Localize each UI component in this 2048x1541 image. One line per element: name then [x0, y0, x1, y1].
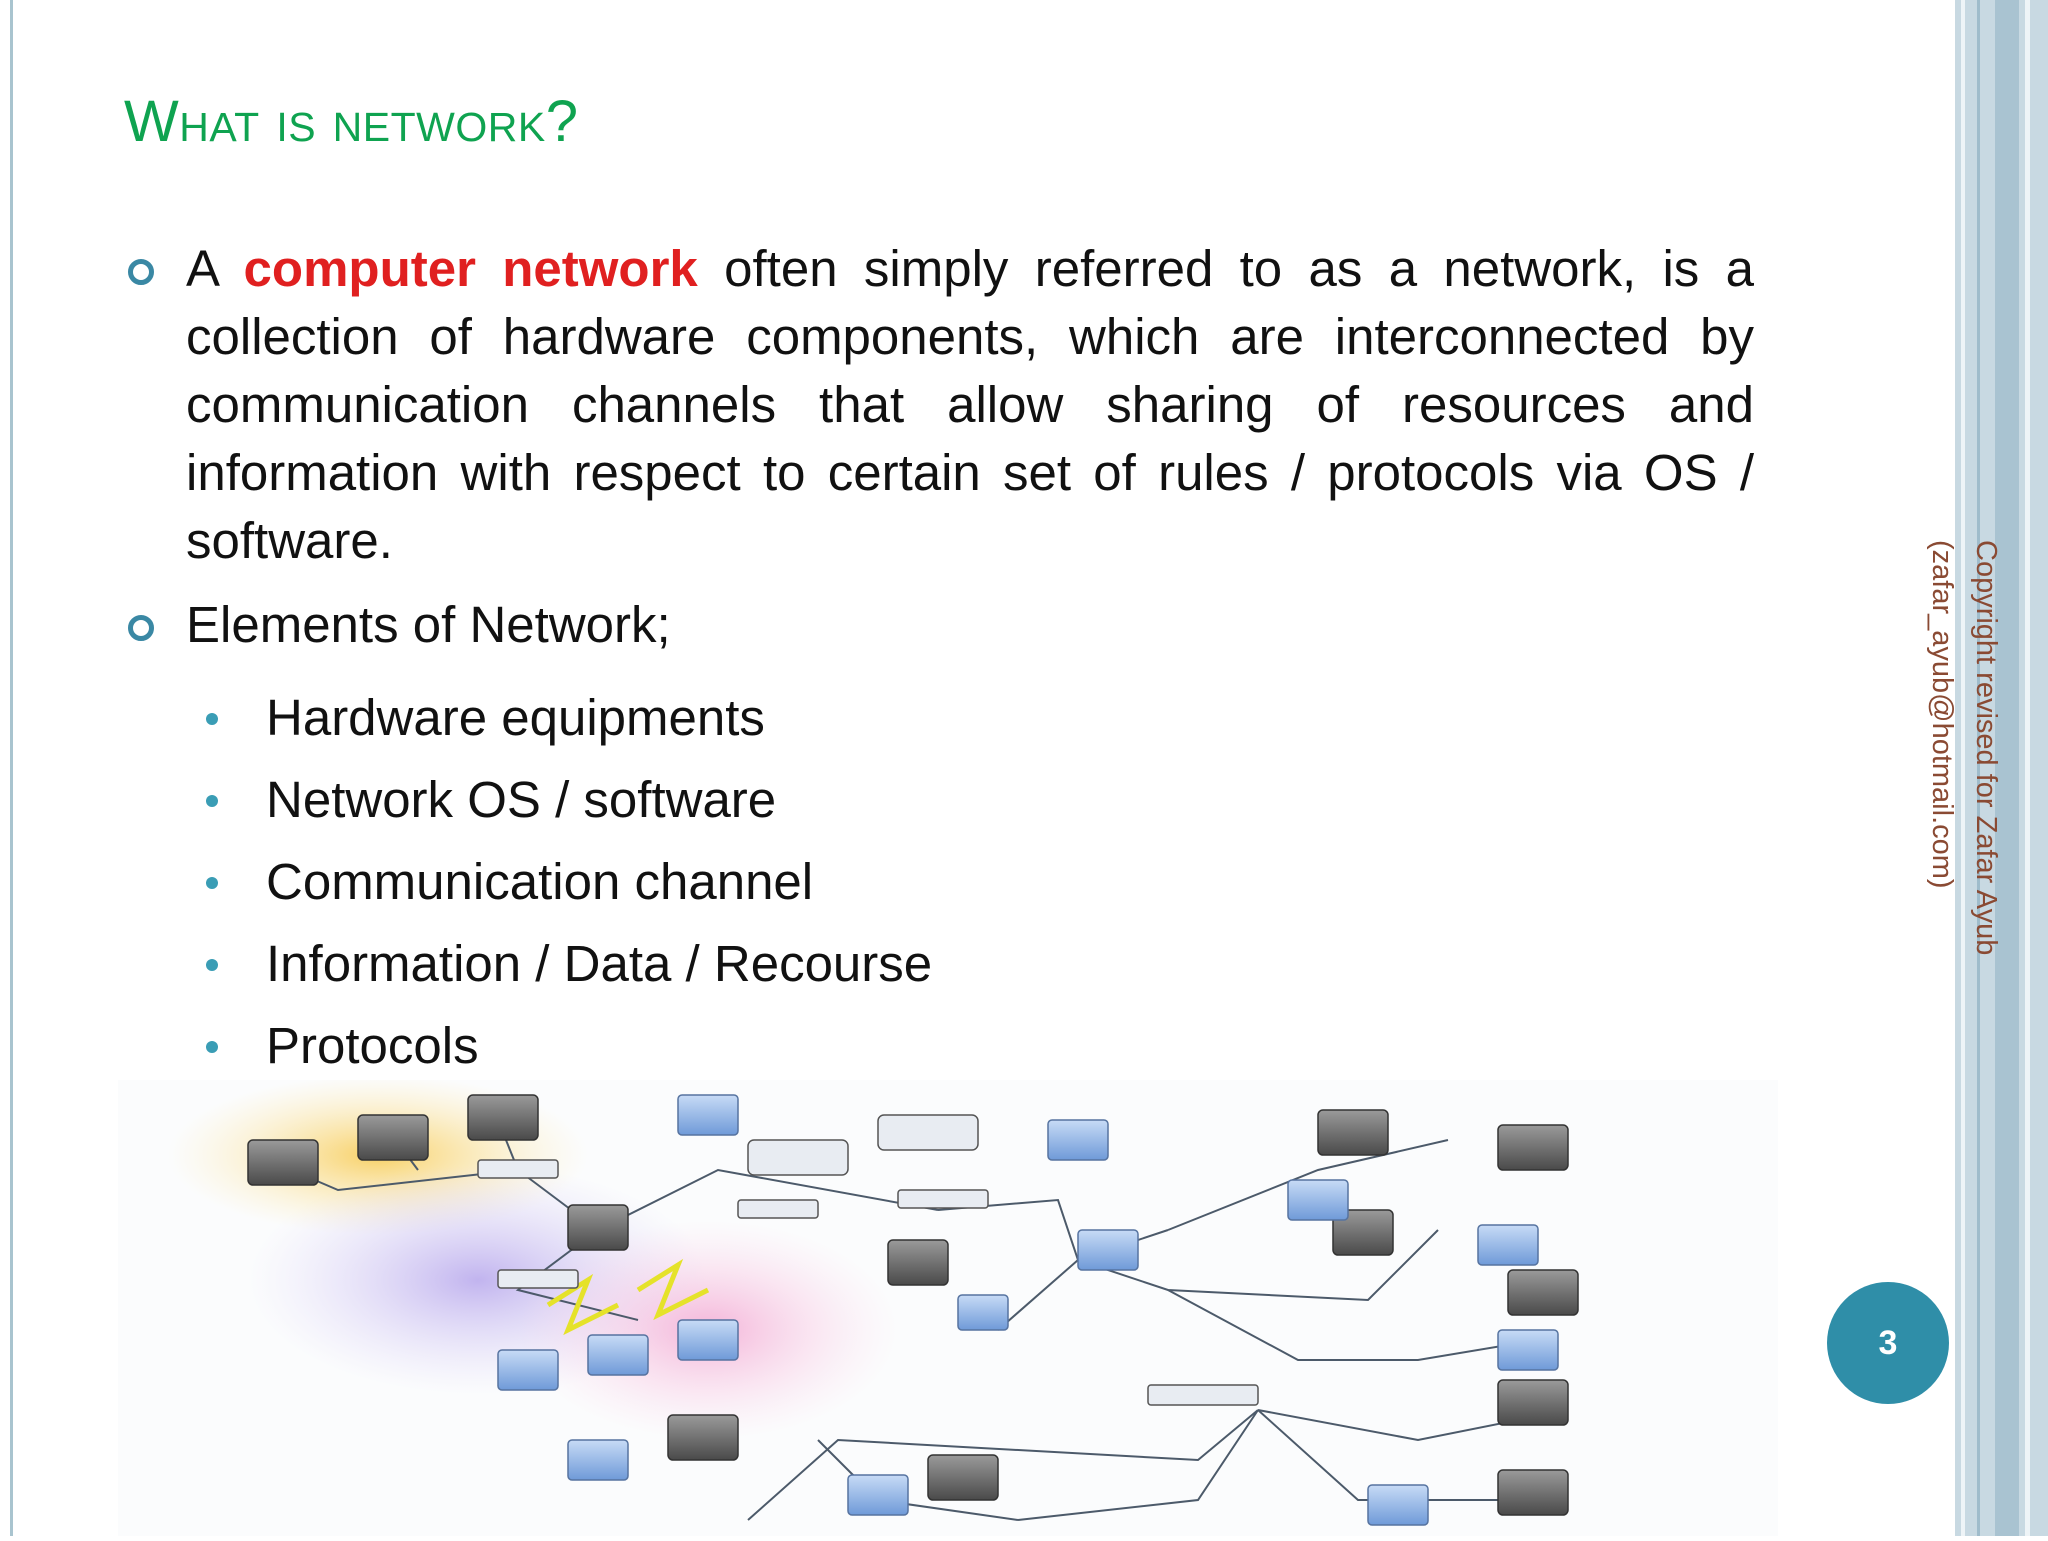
slide-content: A computer network often simply referred…	[124, 235, 1754, 1087]
definition-paragraph: A computer network often simply referred…	[186, 235, 1754, 575]
elements-list: Hardware equipments Network OS / softwar…	[206, 677, 1754, 1087]
workstation-icons	[497, 1094, 1559, 1526]
page-number-badge: 3	[1827, 1282, 1949, 1404]
list-item: Network OS / software	[206, 759, 1754, 841]
wireless-links	[546, 1258, 710, 1336]
elements-heading: Elements of Network;	[186, 596, 671, 653]
list-item: Hardware equipments	[206, 677, 1754, 759]
list-item: Information / Data / Recourse	[206, 923, 1754, 1005]
copyright-notice: Copyright revised for Zafar Ayub (zafar_…	[1920, 540, 2008, 955]
right-decorative-band	[1955, 0, 2048, 1536]
dot-bullet-icon	[206, 877, 218, 889]
list-item: Protocols	[206, 1005, 1754, 1087]
bullet-elements: Elements of Network;	[124, 591, 1754, 659]
definition-prefix: A	[186, 240, 218, 297]
bullet-definition: A computer network often simply referred…	[124, 235, 1754, 575]
list-item: Communication channel	[206, 841, 1754, 923]
ring-bullet-icon	[128, 615, 154, 641]
server-icons	[247, 1094, 1579, 1516]
copyright-line-1: Copyright revised for Zafar Ayub	[1970, 540, 2002, 956]
dot-bullet-icon	[206, 1041, 218, 1053]
network-diagram	[118, 1075, 1778, 1536]
left-border-line	[10, 0, 13, 1536]
dot-bullet-icon	[206, 959, 218, 971]
dot-bullet-icon	[206, 713, 218, 725]
definition-text: often simply referred to as a network, i…	[186, 240, 1754, 569]
dot-bullet-icon	[206, 795, 218, 807]
copyright-line-2: (zafar_ayub@hotmail.com)	[1926, 540, 1958, 889]
switch-icons	[477, 1114, 1259, 1406]
ring-bullet-icon	[128, 259, 154, 285]
highlight-term: computer network	[243, 240, 698, 297]
slide-title: What is network?	[124, 89, 579, 154]
